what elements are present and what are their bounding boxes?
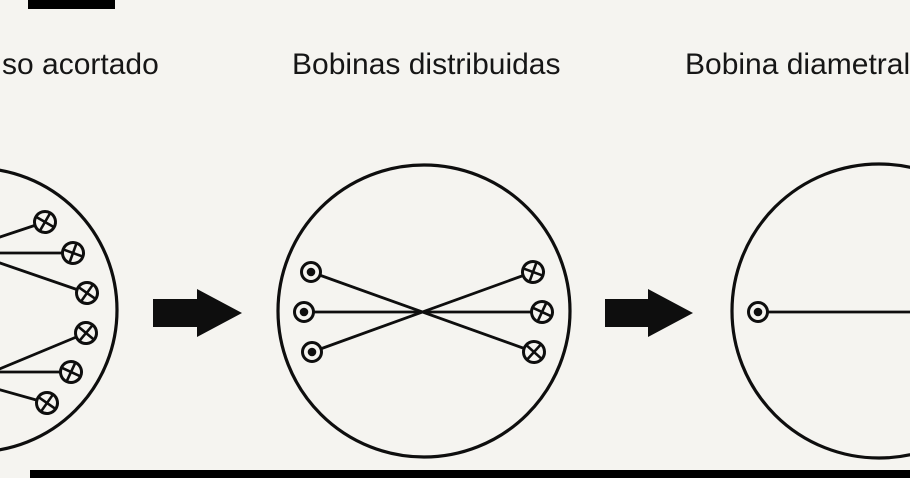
current-in-symbol xyxy=(521,260,545,284)
current-in-symbol xyxy=(75,281,99,305)
title-paso-acortado: so acortado xyxy=(2,48,159,81)
top-edge-bar xyxy=(28,0,115,9)
symbol-dot xyxy=(753,307,763,317)
stator-circle xyxy=(0,168,119,452)
title-bobinas-distribuidas: Bobinas distribuidas xyxy=(292,48,561,81)
stator-circle xyxy=(276,163,572,459)
cross-stroke xyxy=(80,284,94,302)
cross-stroke xyxy=(65,362,77,382)
symbol-dot xyxy=(307,347,317,357)
current-in-symbol xyxy=(33,210,57,234)
panel-bobinas-distribuidas xyxy=(276,163,572,459)
current-in-symbol xyxy=(61,241,85,265)
title-bobina-diametral: Bobina diametral xyxy=(685,48,910,81)
current-in-symbol xyxy=(59,360,83,384)
current-in-symbol xyxy=(74,321,98,345)
current-out-symbol xyxy=(300,261,322,283)
symbol-dot xyxy=(299,307,309,317)
bottom-edge-bar xyxy=(30,470,910,478)
panel-paso-acortado xyxy=(0,168,119,452)
cross-stroke xyxy=(536,302,548,322)
cross-stroke xyxy=(40,394,54,412)
symbol-dot xyxy=(306,267,316,277)
coil-line xyxy=(311,270,534,354)
stator-circle xyxy=(730,162,910,460)
current-out-symbol xyxy=(747,301,769,323)
cross-stroke xyxy=(526,343,542,361)
current-in-symbol xyxy=(530,300,554,324)
current-in-symbol xyxy=(522,340,546,364)
coil-line xyxy=(0,261,88,295)
cross-stroke xyxy=(528,262,538,282)
cross-stroke xyxy=(38,212,52,232)
current-out-symbol xyxy=(301,341,323,363)
cross-stroke xyxy=(68,243,78,263)
arrow-2 xyxy=(605,289,693,337)
panel-bobina-diametral xyxy=(730,162,910,460)
cross-stroke xyxy=(78,324,94,342)
arrow-1 xyxy=(153,289,242,337)
current-out-symbol xyxy=(293,301,315,323)
coil-line xyxy=(0,331,87,371)
current-in-symbol xyxy=(35,391,59,415)
